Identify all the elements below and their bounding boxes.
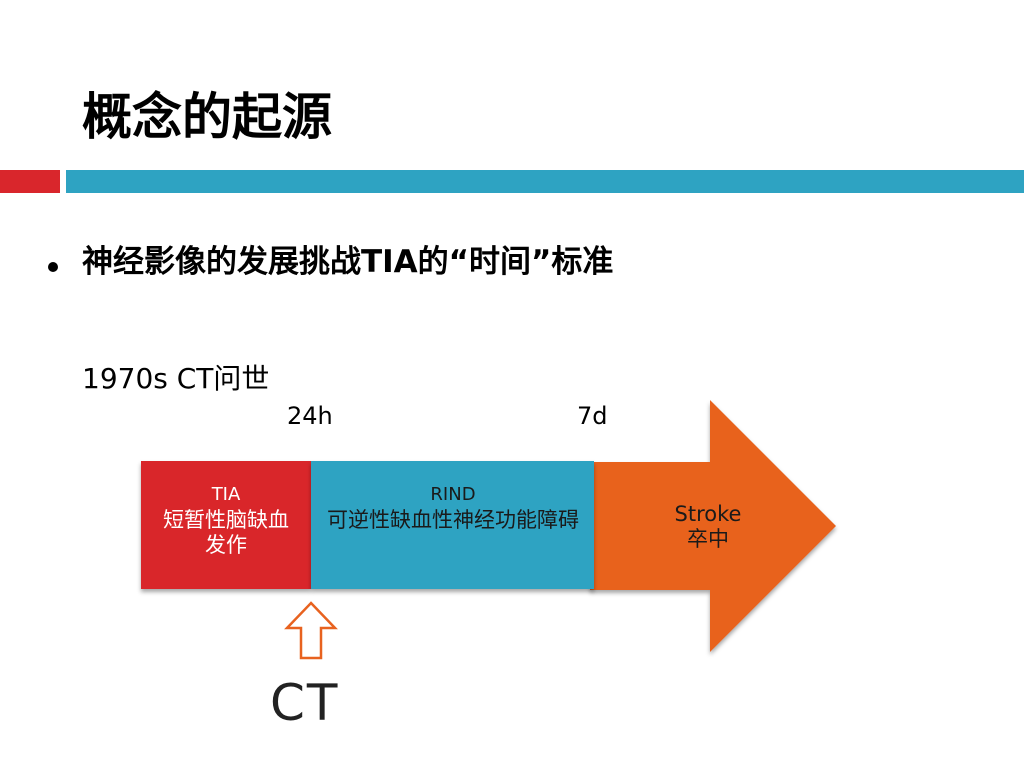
marker-7d: 7d	[577, 402, 608, 430]
marker-24h: 24h	[287, 402, 333, 430]
title-underline-red	[0, 170, 60, 193]
stroke-arrow-shape	[590, 400, 836, 652]
year-line: 1970s CT问世	[82, 362, 270, 395]
tia-title: TIA	[211, 484, 241, 505]
tia-segment-shape	[141, 461, 311, 589]
rind-segment: RIND 可逆性缺血性神经功能障碍	[311, 484, 595, 533]
stroke-subtitle: 卒中	[687, 527, 729, 552]
tia-subtitle: 短暂性脑缺血发作	[163, 507, 289, 557]
tia-segment: TIA 短暂性脑缺血发作	[141, 484, 311, 558]
up-arrow-icon	[284, 601, 338, 660]
stroke-segment: Stroke 卒中	[658, 502, 758, 552]
rind-title: RIND	[430, 484, 476, 505]
title-underline-blue	[66, 170, 1024, 193]
stroke-title: Stroke	[674, 502, 742, 526]
rind-segment-shape	[311, 461, 594, 589]
ct-label: CT	[270, 674, 340, 732]
bullet-dot-icon	[48, 262, 58, 272]
rind-subtitle: 可逆性缺血性神经功能障碍	[327, 507, 579, 532]
bullet-text: 神经影像的发展挑战TIA的“时间”标准	[82, 244, 614, 280]
slide-title: 概念的起源	[82, 87, 332, 146]
